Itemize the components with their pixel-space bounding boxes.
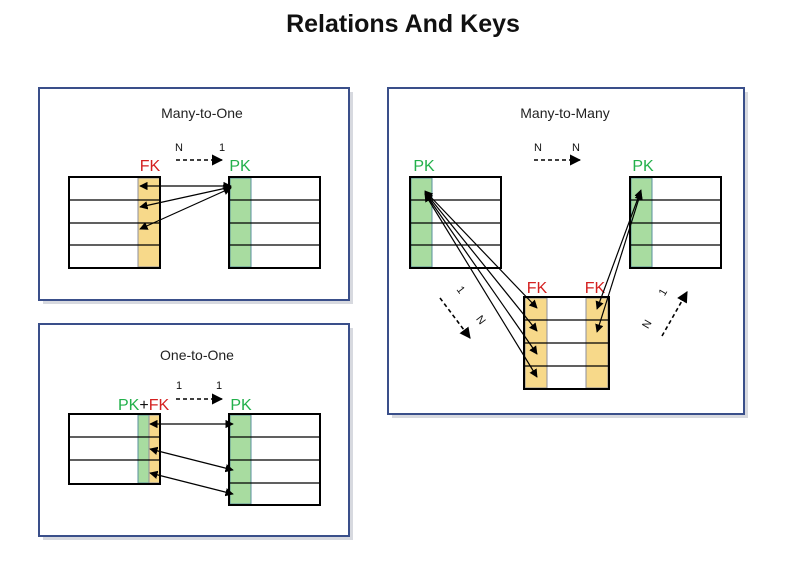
- panel-many-to-many: Many-to-Many N N PK PK FK FK: [387, 87, 748, 418]
- panel-title-many-to-many: Many-to-Many: [520, 105, 609, 121]
- cardinality-n-left: N: [534, 142, 542, 154]
- table-junction: [523, 296, 610, 390]
- fk-label: FK: [149, 397, 170, 414]
- relation-arrows: [139, 181, 232, 230]
- relation-arrows-left: [424, 190, 538, 378]
- panel-many-to-one: Many-to-One N 1 FK PK: [38, 87, 353, 304]
- fk-label: FK: [140, 158, 161, 175]
- pk-label-left: PK: [413, 158, 435, 175]
- fk-label-left: FK: [527, 280, 548, 297]
- pk-label: PK: [229, 158, 251, 175]
- table-many: [68, 176, 161, 269]
- relation-arrows-right: [595, 189, 643, 333]
- panel-one-to-one: One-to-One 1 1 PK+FK PK: [38, 323, 353, 540]
- page-title: Relations And Keys: [286, 10, 520, 38]
- pk-label-right: PK: [632, 158, 654, 175]
- cardinality-1-right: 1: [216, 380, 222, 392]
- pk-label: PK: [118, 397, 140, 414]
- cardinality-n-right: N: [572, 142, 580, 154]
- pk-label-right: PK: [230, 397, 252, 414]
- panel-title-one-to-one: One-to-One: [160, 347, 234, 363]
- panel-title-many-to-one: Many-to-One: [161, 105, 243, 121]
- relation-arrows: [149, 419, 234, 497]
- cardinality-1: 1: [657, 287, 670, 298]
- cardinality-n: N: [175, 142, 183, 154]
- table-left: [68, 413, 161, 485]
- table-right-entity: [629, 176, 722, 269]
- pk-column: [137, 414, 150, 484]
- plus-sign: +: [139, 397, 148, 414]
- table-right: [228, 413, 321, 506]
- table-one: [228, 176, 321, 269]
- pk-fk-label: PK+FK: [118, 397, 169, 414]
- cardinality-1-left: 1: [176, 380, 182, 392]
- cardinality-1: 1: [219, 142, 225, 154]
